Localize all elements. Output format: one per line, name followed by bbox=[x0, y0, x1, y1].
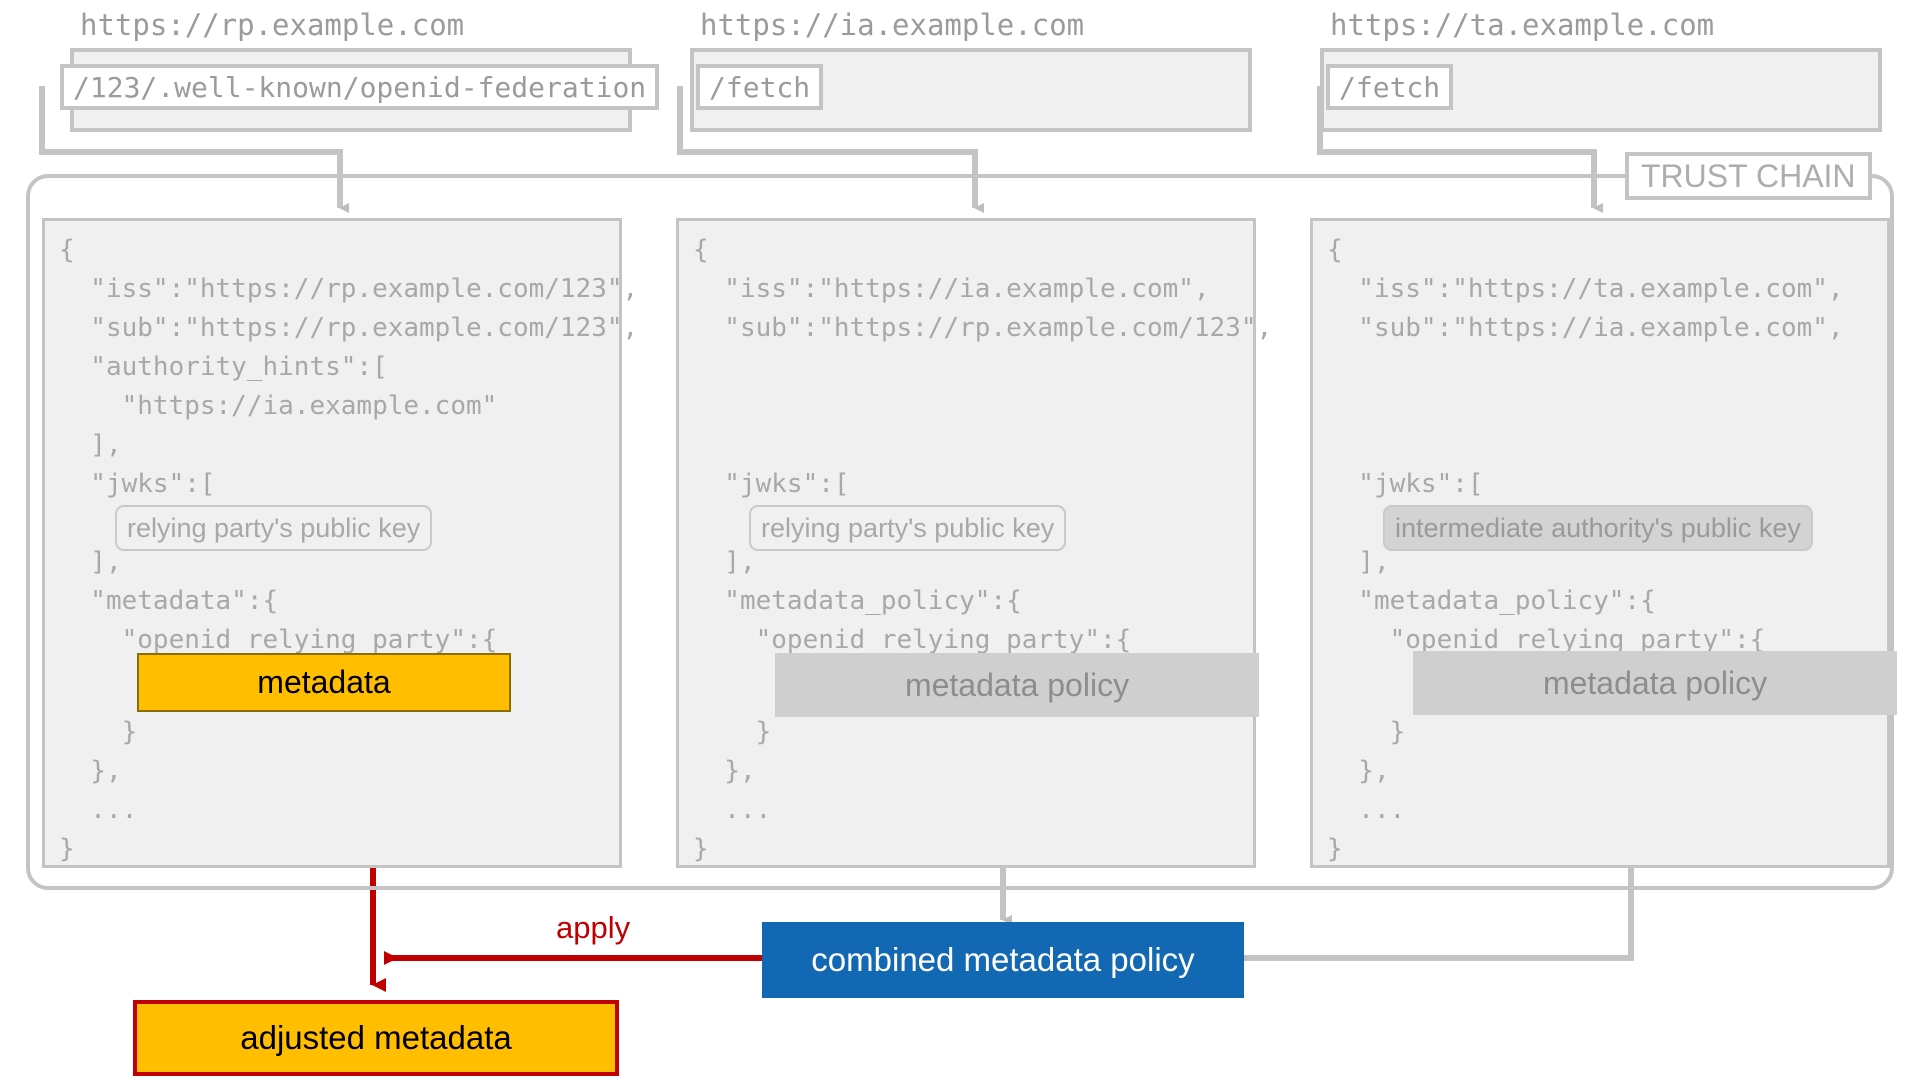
host-url-rp: https://rp.example.com bbox=[80, 8, 465, 42]
trust-chain-container bbox=[26, 174, 1894, 890]
endpoint-ta[interactable]: /fetch bbox=[1326, 64, 1454, 110]
statement-code-ia-bottom: } }, ... } bbox=[693, 717, 772, 864]
host-url-ia: https://ia.example.com bbox=[700, 8, 1085, 42]
metadata-policy-box-ta[interactable]: metadata policy bbox=[1413, 651, 1897, 715]
statement-panel-ia: { "iss":"https://ia.example.com", "sub":… bbox=[676, 218, 1272, 868]
statement-code-ia-top: { "iss":"https://ia.example.com", "sub":… bbox=[693, 235, 1273, 499]
statement-code-ta-top: { "iss":"https://ta.example.com", "sub":… bbox=[1327, 235, 1844, 499]
endpoint-rp[interactable]: /123/.well-known/openid-federation bbox=[60, 64, 660, 110]
statement-code-rp-mid: ], "metadata":{ "openid_relying_party":{ bbox=[90, 547, 498, 655]
combined-metadata-policy-box[interactable]: combined metadata policy bbox=[762, 922, 1244, 998]
statement-code-rp-bottom: } }, ... } bbox=[59, 717, 138, 864]
metadata-box-rp[interactable]: metadata bbox=[137, 653, 511, 712]
adjusted-metadata-box[interactable]: adjusted metadata bbox=[133, 1000, 619, 1076]
metadata-policy-box-ia[interactable]: metadata policy bbox=[775, 653, 1259, 717]
endpoint-ia[interactable]: /fetch bbox=[696, 64, 824, 110]
statement-code-ta-bottom: } }, ... } bbox=[1327, 717, 1406, 864]
statement-panel-rp: { "iss":"https://rp.example.com/123", "s… bbox=[42, 218, 638, 868]
public-key-chip-rp: relying party's public key bbox=[115, 505, 433, 551]
apply-label: apply bbox=[556, 910, 631, 945]
public-key-chip-ta: intermediate authority's public key bbox=[1383, 505, 1813, 551]
host-url-ta: https://ta.example.com bbox=[1330, 8, 1715, 42]
statement-code-ta-mid: ], "metadata_policy":{ "openid_relying_p… bbox=[1358, 547, 1766, 655]
statement-code-ia-mid: ], "metadata_policy":{ "openid_relying_p… bbox=[724, 547, 1132, 655]
public-key-chip-ia: relying party's public key bbox=[749, 505, 1067, 551]
statement-panel-ta: { "iss":"https://ta.example.com", "sub":… bbox=[1310, 218, 1897, 868]
trust-chain-label: TRUST CHAIN bbox=[1625, 152, 1872, 200]
statement-code-rp-top: { "iss":"https://rp.example.com/123", "s… bbox=[59, 235, 639, 499]
